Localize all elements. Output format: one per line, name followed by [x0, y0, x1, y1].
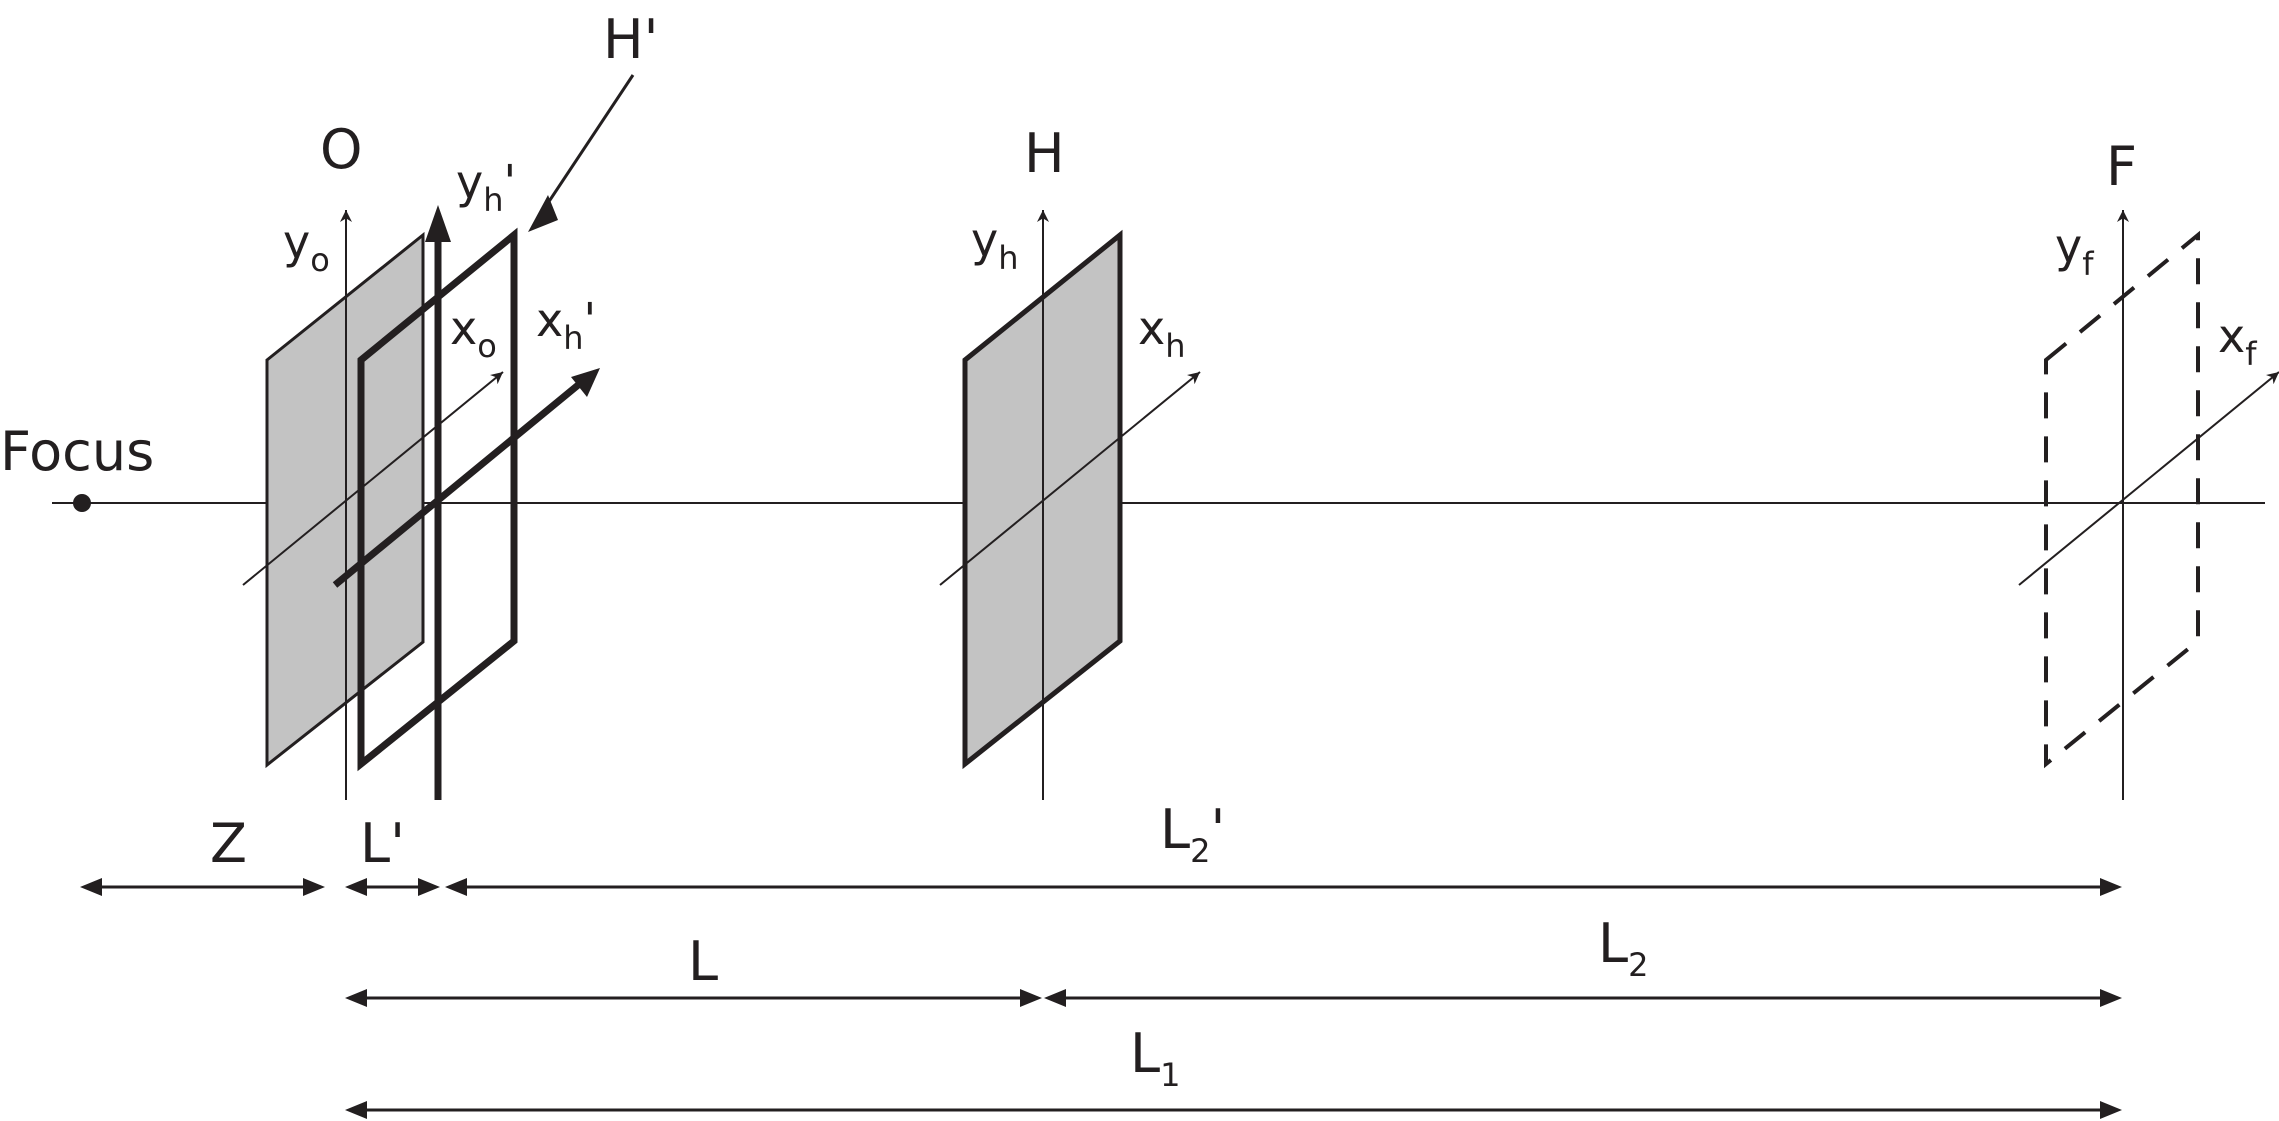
focus-label: Focus [0, 420, 154, 483]
hologram-x-axis-label: xh [1138, 301, 1186, 365]
dimension-l2-prime-label: L2' [1160, 798, 1225, 870]
focal-plane [2044, 230, 2200, 769]
virtual-hologram-y-axis-label: yh' [456, 155, 516, 219]
dimension-l2-label: L2 [1598, 912, 1648, 984]
focal-plane-label: F [2106, 135, 2137, 198]
virtual-hologram-frame [357, 227, 518, 772]
object-x-axis [242, 371, 504, 586]
dimension-l1 [345, 1101, 2122, 1119]
virtual-hologram-x-axis [332, 368, 600, 588]
dimension-l2-prime [445, 878, 2122, 896]
focal-y-axis-label: yf [2055, 219, 2094, 283]
focus-point [73, 494, 91, 512]
virtual-hologram-y-axis [425, 205, 451, 800]
dimension-l-prime [345, 878, 440, 896]
focal-x-axis [2018, 371, 2279, 586]
virtual-hologram-label: H' [603, 8, 658, 71]
hologram-plane-label: H [1024, 122, 1065, 185]
object-y-axis-label: yo [283, 215, 330, 279]
dimension-l2 [1044, 989, 2122, 1007]
dimension-l-label: L [688, 930, 718, 993]
dimension-l1-label: L1 [1130, 1022, 1180, 1094]
dimension-z-label: Z [210, 812, 247, 875]
focal-x-axis-label: xf [2218, 309, 2257, 373]
dimension-l [345, 989, 1042, 1007]
virtual-hologram-x-axis-label: xh' [536, 293, 596, 357]
object-plane-label: O [320, 118, 363, 181]
hologram-x-axis [939, 371, 1201, 586]
pointer-arrow-h-prime [528, 74, 635, 232]
object-x-axis-label: xo [450, 301, 497, 365]
dimension-z [80, 878, 325, 896]
dimension-l-prime-label: L' [360, 812, 405, 875]
hologram-y-axis-label: yh [971, 213, 1019, 277]
